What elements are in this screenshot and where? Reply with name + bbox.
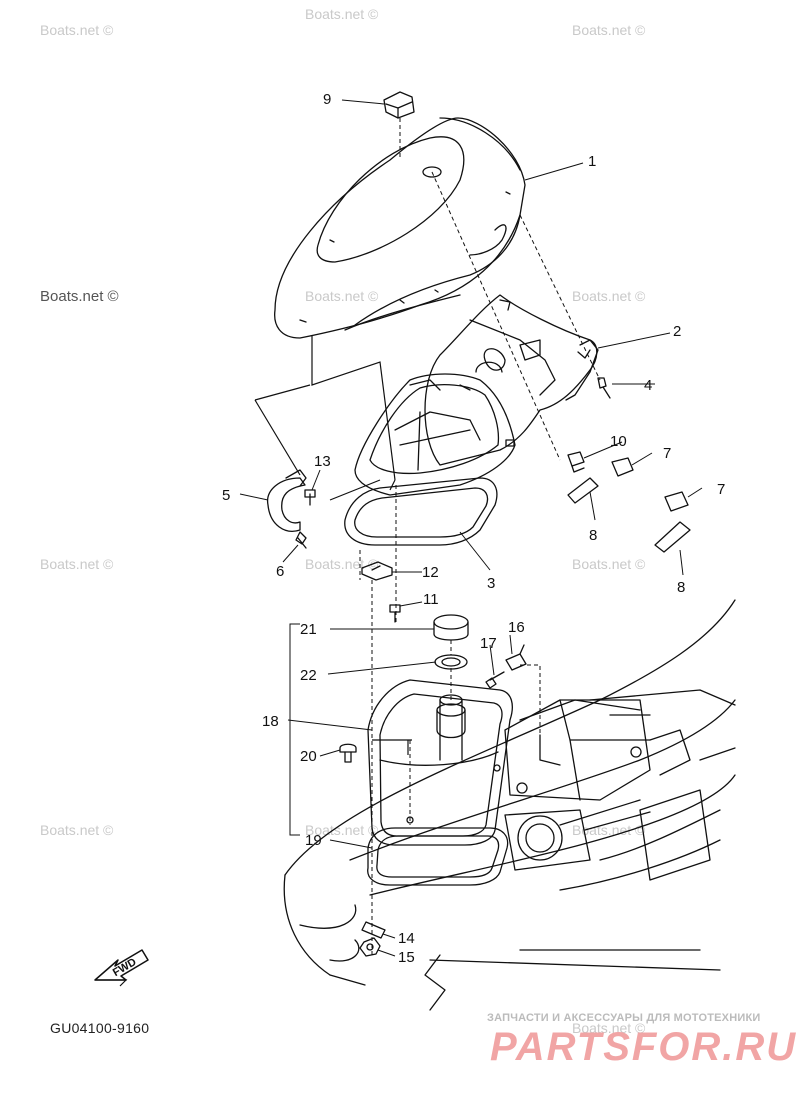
part-18-tank <box>367 679 513 846</box>
part-9-cap <box>383 91 415 119</box>
part-3-gasket <box>344 477 498 546</box>
part-14-washer <box>361 921 386 939</box>
callout-15: 15 <box>398 949 415 966</box>
callout-6: 6 <box>276 563 284 580</box>
callout-1: 1 <box>588 153 596 170</box>
part-20-screw <box>339 743 357 763</box>
callout-20: 20 <box>300 748 317 765</box>
leader-lines <box>239 99 703 957</box>
part-16-bracket <box>505 644 527 671</box>
part-3-intake-box <box>354 373 516 496</box>
callout-19: 19 <box>305 832 322 849</box>
part-4-screw <box>597 377 611 399</box>
part-7-pad <box>611 457 689 512</box>
callout-22: 22 <box>300 667 317 684</box>
diagram-code: GU04100-9160 <box>50 1020 150 1036</box>
engine-block <box>504 699 691 801</box>
watermark: Boats.net © <box>572 1020 646 1036</box>
hull-outline <box>283 599 736 1011</box>
part-8-strip <box>567 477 691 553</box>
callout-7: 7 <box>663 445 671 462</box>
part-1-cover <box>274 117 526 339</box>
part-19-gasket <box>367 827 509 886</box>
callout-4: 4 <box>644 377 652 394</box>
callout-9: 9 <box>323 91 331 108</box>
watermark: Boats.net © <box>572 556 646 572</box>
callout-21: 21 <box>300 621 317 638</box>
part-2-bracket <box>424 294 599 466</box>
watermark: Boats.net © <box>305 6 379 22</box>
watermark: Boats.net © <box>40 288 119 305</box>
callout-16: 16 <box>508 619 525 636</box>
fwd-label: FWD <box>111 956 139 979</box>
part-22-ring <box>434 654 468 670</box>
fwd-arrow-icon: FWD <box>94 949 149 987</box>
part-10-nut <box>567 451 585 473</box>
callout-13: 13 <box>314 453 331 470</box>
watermark: Boats.net © <box>572 822 646 838</box>
watermark: Boats.net © <box>572 288 646 304</box>
footer-logo: PARTSFOR.RU <box>490 1025 798 1069</box>
assembly-lines <box>359 118 601 955</box>
callout-8: 8 <box>677 579 685 596</box>
part-11-screw <box>389 604 401 623</box>
callout-labels: 1 2 3 4 5 6 7 7 8 8 9 10 11 12 13 14 15 … <box>222 91 725 966</box>
callout-7: 7 <box>717 481 725 498</box>
callout-10: 10 <box>610 433 627 450</box>
callout-5: 5 <box>222 487 230 504</box>
callout-14: 14 <box>398 930 415 947</box>
part-6-screw <box>295 531 307 549</box>
watermark: Boats.net © <box>305 288 379 304</box>
callout-12: 12 <box>422 564 439 581</box>
watermark: Boats.net © <box>40 22 114 38</box>
part-12-clip <box>361 561 393 581</box>
part-17-bolt <box>485 671 505 689</box>
part-13-screw <box>304 489 316 506</box>
watermark: Boats.net © <box>40 556 114 572</box>
callout-11: 11 <box>423 591 439 608</box>
part-5-clip <box>267 469 307 532</box>
callout-3: 3 <box>487 575 495 592</box>
footer-tagline: ЗАПЧАСТИ И АКСЕССУАРЫ ДЛЯ МОТОТЕХНИКИ <box>487 1012 761 1024</box>
part-15-nut <box>359 937 381 957</box>
connector-lines <box>254 335 412 755</box>
watermark: Boats.net © <box>305 822 379 838</box>
watermark: Boats.net © <box>572 22 646 38</box>
callout-2: 2 <box>673 323 681 340</box>
callout-18: 18 <box>262 713 279 730</box>
watermark: Boats.net © <box>40 822 114 838</box>
callout-8: 8 <box>589 527 597 544</box>
callout-17: 17 <box>480 635 497 652</box>
part-21-cap <box>433 614 469 641</box>
